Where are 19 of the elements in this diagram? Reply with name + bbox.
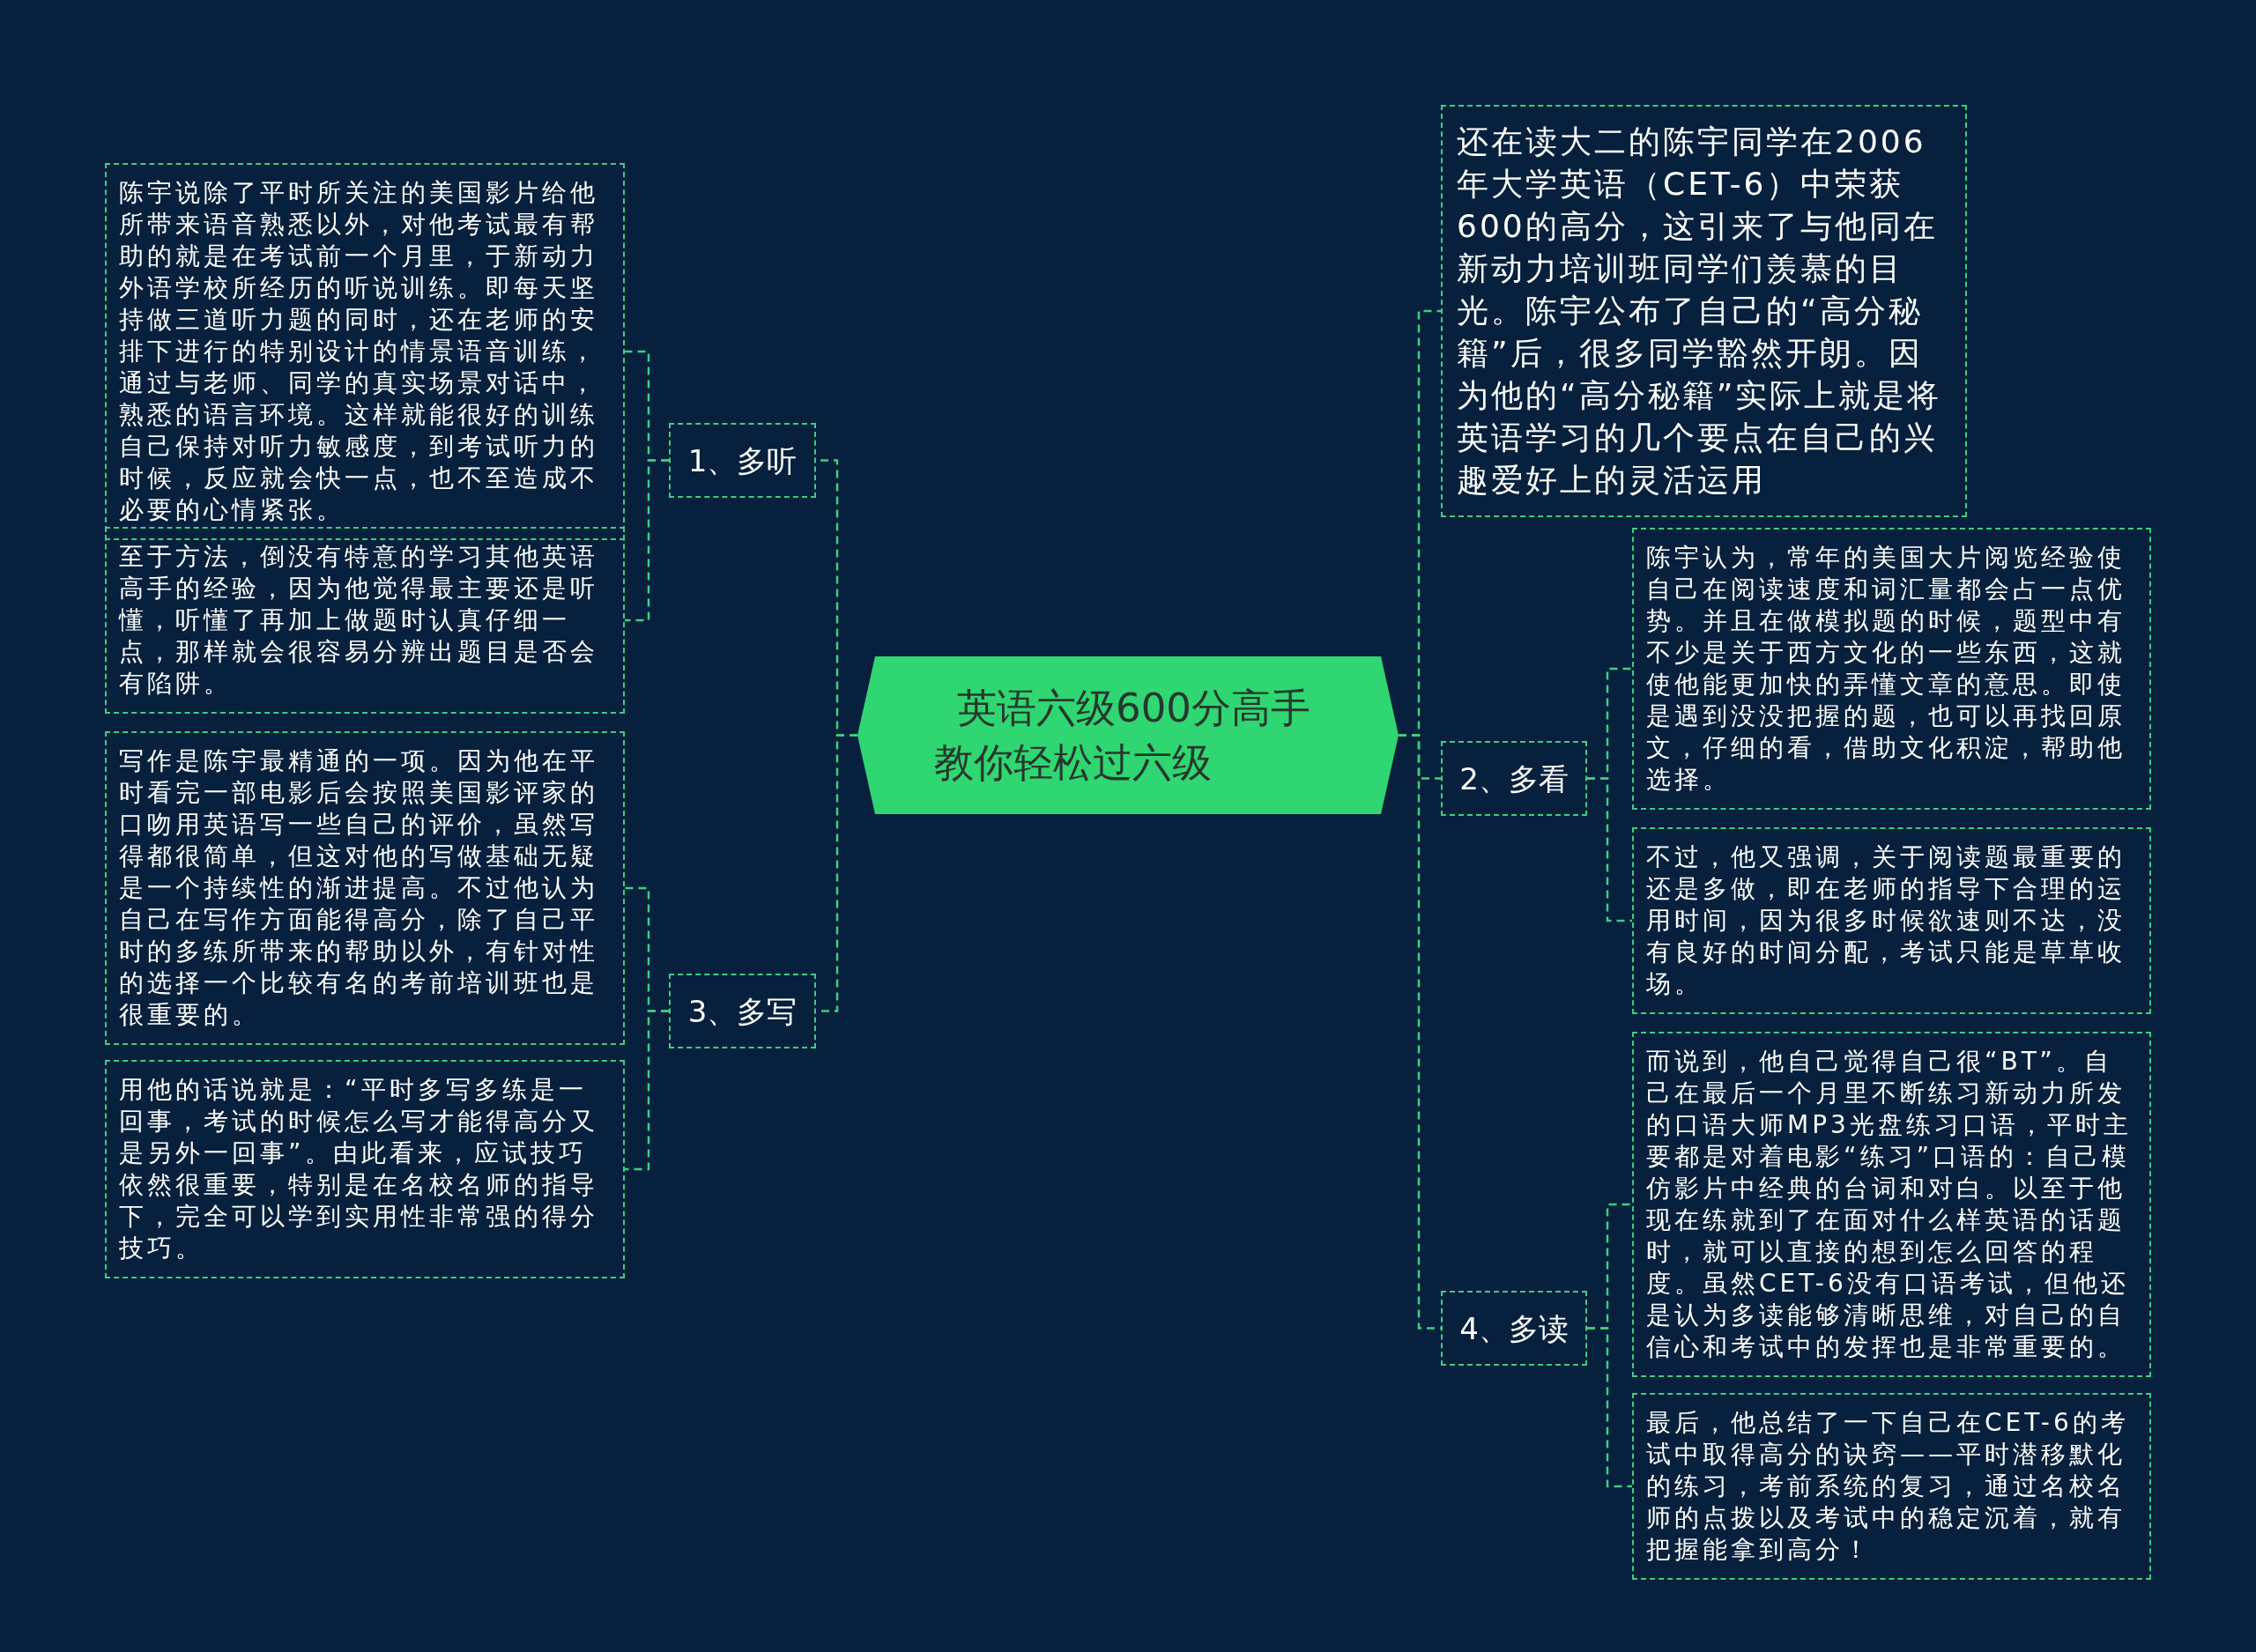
topic-box: 3、多写 bbox=[669, 974, 816, 1048]
connector-line bbox=[1587, 777, 1632, 922]
topic-hexagon: 英语六级600分高手教你轻松过六级 bbox=[857, 656, 1399, 814]
text-box: 最后，他总结了一下自己在CET-6的考试中取得高分的诀窍——平时潜移默化的练习，考前系统的复习，通过名校名师的点拨以及考试中的稳定沉着，就有把握能拿到高分！ bbox=[1632, 1393, 2151, 1580]
connector-line bbox=[625, 459, 669, 622]
text-box: 陈宇认为，常年的美国大片阅览经验使自己在阅读速度和词汇量都会占一点优势。并且在做模拟题的时候，题型中有不少是关于西方文化的一些东西，这就使他能更加快的弄懂文章的意思。即使是遇到没没把握的题，也可以再找回原文，仔细的看，借助文化积淀，帮助他选择。 bbox=[1632, 528, 2151, 810]
text-box: 至于方法，倒没有特意的学习其他英语高手的经验，因为他觉得最主要还是听懂，听懂了再加上做题时认真仔细一点，那样就会很容易分辨出题目是否会有陷阱。 bbox=[105, 527, 625, 714]
text-box: 写作是陈宇最精通的一项。因为他在平时看完一部电影后会按照美国影评家的口吻用英语写一些自己的评价，虽然写得都很简单，但这对他的写做基础无疑是一个持续性的渐进提高。不过他认为自己在写作方面能得高分，除了自己平时的多练所带来的帮助以外，有针对性的选择一个比较有名的考前培训班也是很重要的。 bbox=[105, 731, 625, 1045]
text-box: 而说到，他自己觉得自己很“BT”。自己在最后一个月里不断练习新动力所发的口语大师MP3光盘练习口语，平时主要都是对着电影“练习”口语的：自己模仿影片中经典的台词和对白。以至于他现在练就到了在面对什么样英语的话题时，就可以直接的想到怎么回答的程度。虽然CET-6没有口语考试，但他还是认为多读能够清晰思维，对自己的自信心和考试中的发挥也是非常重要的。 bbox=[1632, 1032, 2151, 1377]
connector-line bbox=[1587, 1327, 1632, 1488]
connector-line bbox=[625, 1010, 669, 1171]
connector-line bbox=[1399, 734, 1441, 1330]
text-box: 不过，他又强调，关于阅读题最重要的还是多做，即在老师的指导下合理的运用时间，因为很多时候欲速则不达，没有良好的时间分配，考试只能是草草收场。 bbox=[1632, 827, 2151, 1014]
text-box: 还在读大二的陈宇同学在2006年大学英语（CET-6）中荣获600的高分，这引来了与他同在新动力培训班同学们羡慕的目光。陈宇公布了自己的“高分秘籍”后，很多同学豁然开朗。因为他的“高分秘籍”实际上就是将英语学习的几个要点在自己的兴趣爱好上的灵活运用 bbox=[1441, 105, 1967, 517]
topic-box: 4、多读 bbox=[1441, 1291, 1587, 1366]
text-box: 陈宇说除了平时所关注的美国影片给他所带来语音熟悉以外，对他考试最有帮助的就是在考试前一个月里，于新动力外语学校所经历的听说训练。即每天坚持做三道听力题的同时，还在老师的安排下进行的特别设计的情景语音训练，通过与老师、同学的真实场景对话中，熟悉的语言环境。这样就能很好的训练自己保持对听力敏感度，到考试听力的时候，反应就会快一点，也不至造成不必要的心情紧张。 bbox=[105, 163, 625, 540]
topic-box: 2、多看 bbox=[1441, 741, 1587, 816]
topic-box: 1、多听 bbox=[669, 423, 816, 498]
text-box: 用他的话说就是：“平时多写多练是一回事，考试的时候怎么写才能得高分又是另外一回事”。由此看来，应试技巧依然很重要，特别是在名校名师的指导下，完全可以学到实用性非常强的得分技巧。 bbox=[105, 1060, 625, 1278]
